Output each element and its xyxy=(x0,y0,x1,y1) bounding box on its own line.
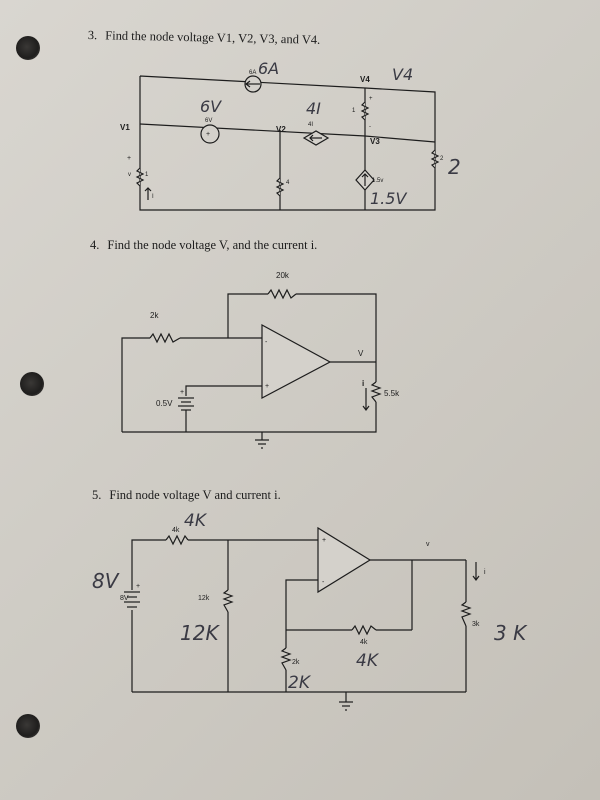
circuit-3-middle-wire xyxy=(139,123,436,143)
label-plus-v1: + xyxy=(369,96,373,102)
resistor-5-5k xyxy=(370,381,382,403)
label-0-5v: 0.5V xyxy=(156,399,173,408)
label-4k-feedback: 4k xyxy=(360,639,368,646)
punch-hole-bottom xyxy=(16,714,40,738)
label-resistor-1-top: 1 xyxy=(352,108,356,114)
label-i1: I xyxy=(152,194,154,200)
handwritten-12k: 12K xyxy=(180,621,220,645)
question-4-heading: 4. Find the node voltage V, and the curre… xyxy=(90,238,317,253)
label-v-q5: v xyxy=(426,541,430,548)
resistor-20k xyxy=(267,288,297,300)
label-v4: V4 xyxy=(360,75,370,84)
resistor-1-top xyxy=(360,101,370,121)
handwritten-2k: 2K xyxy=(288,673,312,693)
question-4-number: 4. xyxy=(90,238,100,252)
resistor-2k-q5 xyxy=(280,647,292,671)
label-resistor-2: 2 xyxy=(440,156,444,162)
label-plus-q4: + xyxy=(265,383,269,390)
question-4-text: Find the node voltage V, and the current… xyxy=(107,238,318,252)
label-2k-q5: 2k xyxy=(292,659,300,666)
op-amp-q4 xyxy=(261,323,332,399)
label-3k: 3k xyxy=(472,621,480,628)
label-v2: V2 xyxy=(276,125,286,134)
label-6v-source: 6V xyxy=(205,118,212,124)
handwritten-4i: 4I xyxy=(306,99,321,118)
resistor-2k-q4 xyxy=(149,332,181,344)
label-i-q4: i xyxy=(362,379,364,388)
handwritten-4k-top: 4K xyxy=(184,511,208,531)
label-20k: 20k xyxy=(276,271,290,280)
op-amp-q5 xyxy=(317,526,372,594)
resistor-4k-top xyxy=(165,534,189,546)
circuit-5 xyxy=(131,539,467,702)
label-8v: 8V xyxy=(120,595,129,602)
handwritten-6v: 6V xyxy=(200,97,222,116)
label-v-left: v xyxy=(128,172,131,178)
label-resistor-1-left: 1 xyxy=(145,172,149,178)
label-resistor-4: 4 xyxy=(286,180,290,186)
resistor-1-left xyxy=(135,167,145,187)
label-6a-source: 6A xyxy=(249,70,256,76)
question-5-heading: 5. Find node voltage V and current i. xyxy=(92,488,281,503)
handwritten-8v: 8V xyxy=(92,569,120,593)
label-12k: 12k xyxy=(198,595,210,602)
resistor-4 xyxy=(275,177,285,197)
handwritten-v4: V4 xyxy=(392,65,413,84)
resistor-12k xyxy=(222,589,234,613)
voltage-source-6v xyxy=(200,124,220,144)
label-v-q4: V xyxy=(358,349,364,358)
label-5-5k: 5.5k xyxy=(384,389,400,398)
label-plus-q5: + xyxy=(322,537,326,544)
label-plus-6v: + xyxy=(206,131,210,138)
circuit-4 xyxy=(121,293,377,440)
handwritten-1-5v: 1.5V xyxy=(370,189,407,208)
resistor-2 xyxy=(430,149,440,169)
handwritten-6a: 6A xyxy=(258,59,279,78)
resistor-4k-feedback xyxy=(351,624,377,636)
label-minus-v1: - xyxy=(369,124,371,130)
label-v3: V3 xyxy=(370,137,380,146)
label-v1: V1 xyxy=(120,123,130,132)
label-plus-left: + xyxy=(127,155,131,162)
handwritten-3k: 3 K xyxy=(494,621,528,645)
resistor-3k xyxy=(460,601,472,627)
question-5-number: 5. xyxy=(92,488,102,502)
question-5-text: Find node voltage V and current i. xyxy=(109,488,281,502)
punch-hole-middle xyxy=(20,372,44,396)
label-plus-battery-q5: + xyxy=(136,583,140,590)
label-4k-top: 4k xyxy=(172,527,180,534)
handwritten-2: 2 xyxy=(448,155,461,179)
label-minus-q4: - xyxy=(265,339,268,346)
label-4i-source: 4I xyxy=(308,122,313,128)
punch-hole-top xyxy=(16,36,40,60)
handwritten-4k-feedback: 4K xyxy=(356,651,380,671)
label-2k-q4: 2k xyxy=(150,311,159,320)
label-1-5v-source: 1.5v xyxy=(372,178,383,184)
label-i-q5: i xyxy=(484,569,486,576)
label-plus-battery-q4: + xyxy=(180,389,184,396)
label-minus-q5: - xyxy=(322,579,325,586)
